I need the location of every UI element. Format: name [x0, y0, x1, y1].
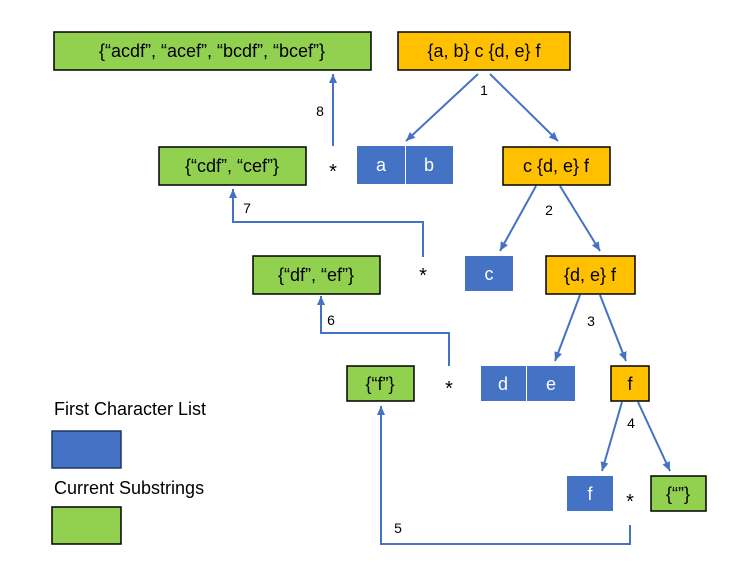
substrings-node-after-de: {“df”, “ef”} — [252, 255, 381, 295]
step-label-1: 1 — [480, 82, 488, 98]
char-label-f: f — [587, 484, 593, 504]
first-chars-level1: a b — [357, 146, 453, 184]
pattern-node-level2: c {d, e} f — [502, 146, 611, 186]
arrow-f-to-empty — [637, 401, 671, 472]
char-cell-a — [357, 146, 405, 184]
arrow-root-to-ab — [405, 73, 479, 142]
step-label-3: 3 — [587, 313, 595, 329]
char-cell-c — [465, 256, 513, 291]
arrow-step-7 — [229, 189, 424, 257]
legend-substrings-label: Current Substrings — [54, 478, 204, 498]
pattern-text: {a, b} c {d, e} f — [427, 41, 541, 61]
arrow-step-5 — [377, 406, 631, 545]
substrings-node-final: {“acdf”, “acef”, “bcdf”, “bcef”} — [53, 31, 372, 71]
substrings-box — [158, 146, 307, 186]
substrings-node-after-c: {“cdf”, “cef”} — [158, 146, 307, 186]
pattern-box — [610, 365, 650, 402]
legend-first-chars-swatch — [51, 430, 122, 469]
char-label-c: c — [485, 264, 494, 284]
arrow-level2-to-level3 — [559, 185, 601, 252]
substrings-box — [650, 475, 707, 512]
substrings-text: {“cdf”, “cef”} — [185, 156, 279, 176]
operators: * * * * — [329, 161, 634, 513]
substrings-text: {“acdf”, “acef”, “bcdf”, “bcef”} — [99, 41, 325, 61]
char-label-a: a — [376, 155, 387, 175]
step-label-5: 5 — [394, 520, 402, 536]
char-cell-d — [481, 366, 526, 401]
pattern-node-level4: f — [610, 365, 650, 402]
legend-substrings-swatch — [51, 506, 122, 545]
substrings-box — [53, 31, 372, 71]
substrings-box — [252, 255, 381, 295]
char-cell-f — [567, 476, 613, 511]
step-labels: 1 2 3 4 5 6 7 8 — [243, 82, 635, 536]
pattern-box — [397, 31, 571, 71]
pattern-text: f — [627, 374, 633, 394]
pattern-node-level3: {d, e} f — [545, 255, 636, 295]
legend-first-chars-label: First Character List — [54, 399, 206, 419]
arrow-level3-to-de — [554, 294, 581, 362]
multiply-operator: * — [419, 265, 427, 287]
substrings-box — [346, 365, 415, 402]
char-label-e: e — [546, 374, 556, 394]
substrings-node-base: {“”} — [650, 475, 707, 512]
step-label-7: 7 — [243, 200, 251, 216]
pattern-text: {d, e} f — [564, 265, 617, 285]
arrow-f-to-fchar — [600, 401, 623, 472]
substrings-text: {“f”} — [365, 374, 394, 394]
pattern-text: c {d, e} f — [523, 156, 590, 176]
multiply-operator: * — [626, 491, 634, 513]
substrings-text: {“df”, “ef”} — [278, 265, 354, 285]
arrow-root-to-level2 — [489, 73, 559, 142]
char-label-d: d — [498, 374, 508, 394]
arrow-level3-to-f — [599, 294, 627, 362]
substrings-text: {“”} — [666, 484, 690, 504]
char-cell-b — [406, 146, 453, 184]
arrow-step-6 — [317, 296, 450, 366]
step-label-2: 2 — [545, 202, 553, 218]
legend: First Character List Current Substrings — [51, 399, 206, 545]
pattern-box — [545, 255, 636, 295]
step-label-4: 4 — [627, 415, 635, 431]
first-chars-level3: d e — [481, 366, 575, 401]
multiply-operator: * — [445, 378, 453, 400]
first-chars-level4: f — [567, 476, 613, 511]
char-cell-e — [527, 366, 575, 401]
first-chars-level2: c — [465, 256, 513, 291]
step-label-8: 8 — [316, 103, 324, 119]
multiply-operator: * — [329, 161, 337, 183]
connectors — [229, 73, 671, 545]
step-label-6: 6 — [327, 312, 335, 328]
pattern-node-root: {a, b} c {d, e} f — [397, 31, 571, 71]
char-label-b: b — [424, 155, 434, 175]
substrings-node-after-f: {“f”} — [346, 365, 415, 402]
arrow-level2-to-c — [499, 185, 537, 252]
pattern-box — [502, 146, 611, 186]
